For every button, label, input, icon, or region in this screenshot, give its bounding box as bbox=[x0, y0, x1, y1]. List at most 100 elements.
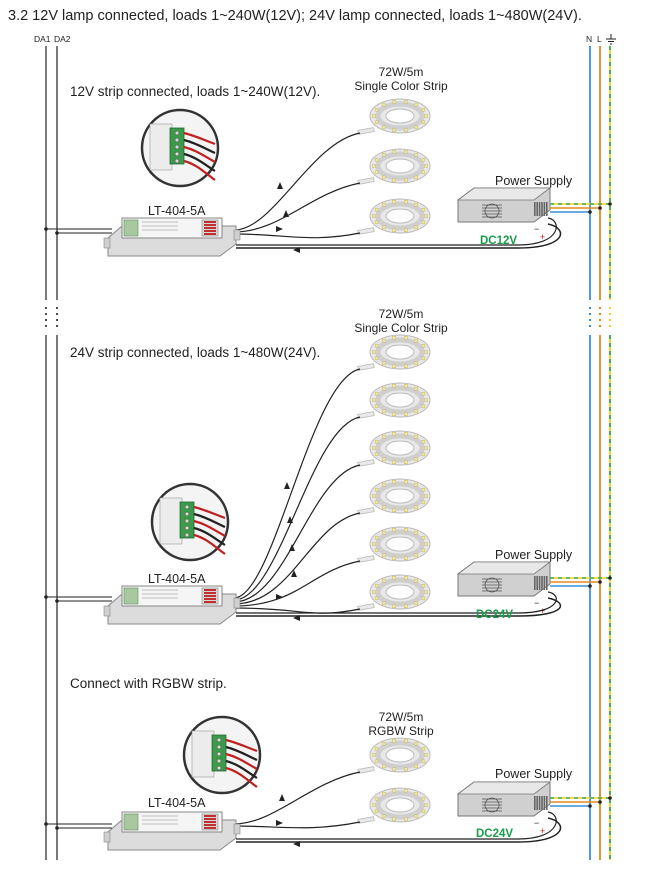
section-12v-single-color: −+ bbox=[44, 98, 612, 257]
led-chip bbox=[404, 336, 408, 340]
led-chip bbox=[374, 107, 379, 112]
fan-icon bbox=[484, 577, 500, 593]
psu-terminal bbox=[541, 576, 543, 590]
bus-junction bbox=[44, 822, 48, 826]
bus-junction bbox=[44, 227, 48, 231]
led-chip bbox=[414, 530, 418, 535]
led-chip bbox=[414, 601, 418, 606]
output-terminal-pin bbox=[204, 827, 216, 829]
strip-reel-coil bbox=[375, 385, 425, 415]
magnifier-wire bbox=[183, 152, 216, 172]
strip-reel-hole bbox=[385, 747, 415, 763]
mains-junction bbox=[608, 796, 612, 800]
strip-tail bbox=[357, 816, 375, 824]
led-chip bbox=[374, 452, 379, 457]
output-wire bbox=[233, 182, 361, 233]
strip-tail bbox=[357, 603, 375, 611]
mains-junction bbox=[588, 804, 592, 808]
signal-arrow bbox=[283, 210, 289, 217]
led-chip bbox=[421, 500, 426, 505]
led-chip bbox=[414, 791, 418, 796]
led-chip bbox=[382, 814, 386, 819]
led-chip bbox=[382, 225, 386, 230]
strip-reel-hole bbox=[385, 208, 415, 224]
mount-tab-left bbox=[103, 831, 111, 843]
section-3-power-supply-label: Power Supply bbox=[495, 767, 573, 781]
led-chip bbox=[382, 764, 386, 769]
strip-tail bbox=[357, 177, 375, 185]
led-chip bbox=[374, 500, 379, 505]
psu-terminal bbox=[546, 796, 548, 810]
led-chip bbox=[392, 556, 396, 560]
mains-junction bbox=[598, 800, 602, 804]
led-chip bbox=[392, 100, 396, 104]
magnifier-wire bbox=[225, 759, 258, 779]
led-chip bbox=[374, 746, 379, 751]
led-chip bbox=[421, 548, 426, 553]
strip-tail bbox=[357, 411, 375, 419]
led-chip bbox=[374, 207, 379, 212]
magnifier-board bbox=[191, 730, 215, 778]
led-chip bbox=[372, 803, 376, 807]
strip-reel-hole bbox=[385, 392, 415, 408]
output-terminal-pin bbox=[204, 221, 216, 223]
led-chip bbox=[421, 157, 426, 162]
psu-terminal bbox=[543, 576, 546, 590]
led-chip bbox=[424, 164, 428, 168]
led-chip bbox=[392, 817, 396, 821]
bus-label-n: N bbox=[586, 34, 593, 44]
led-strip-reel bbox=[357, 787, 431, 824]
strip-tail bbox=[357, 459, 375, 467]
output-wire bbox=[233, 560, 361, 607]
psu-minus-sign: − bbox=[534, 818, 539, 828]
fan-icon bbox=[484, 203, 500, 219]
magnifier-wire bbox=[225, 752, 258, 770]
dc-power-wire bbox=[236, 217, 557, 246]
strip-reel-coil bbox=[375, 577, 425, 607]
strip-reel-coil bbox=[375, 790, 425, 820]
led-chip bbox=[382, 741, 386, 746]
led-chip bbox=[404, 432, 408, 436]
magnifier-wire bbox=[193, 533, 226, 555]
led-chip bbox=[392, 178, 396, 182]
led-chip bbox=[382, 102, 386, 107]
section-24v-single-color: −+ bbox=[44, 334, 612, 625]
led-chip bbox=[374, 809, 379, 814]
power-supply-unit: −+ bbox=[456, 187, 552, 242]
power-supply-top bbox=[456, 187, 552, 201]
section-3-voltage-label: DC24V bbox=[476, 828, 514, 840]
led-chip bbox=[382, 505, 386, 510]
magnifier-wire bbox=[193, 526, 226, 546]
strip-tail bbox=[357, 127, 375, 135]
led-chip bbox=[424, 590, 428, 594]
psu-plus-sign: + bbox=[540, 606, 545, 616]
output-terminal-pin bbox=[204, 598, 216, 600]
led-chip bbox=[392, 789, 396, 793]
dc-power-wire bbox=[236, 811, 557, 840]
psu-plus-sign: + bbox=[540, 232, 545, 242]
led-chip bbox=[421, 170, 426, 175]
mains-junction bbox=[588, 584, 592, 588]
magnifier-wire bbox=[193, 512, 226, 529]
led-strip-reel bbox=[357, 98, 431, 135]
led-chip bbox=[404, 200, 408, 204]
output-wire bbox=[233, 821, 361, 829]
wiring-detail-magnifier bbox=[182, 715, 262, 795]
signal-arrow bbox=[289, 544, 295, 551]
led-chip bbox=[374, 759, 379, 764]
magnifier-wire bbox=[183, 145, 216, 163]
led-chip bbox=[372, 446, 376, 450]
led-chip bbox=[414, 102, 418, 107]
led-chip bbox=[382, 578, 386, 583]
strip-reel-coil bbox=[375, 529, 425, 559]
magnifier-wire bbox=[183, 159, 216, 181]
led-chip bbox=[404, 576, 408, 580]
section-2-controller-label: LT-404-5A bbox=[148, 572, 206, 586]
led-chip bbox=[421, 796, 426, 801]
output-wire bbox=[233, 607, 361, 614]
strip-reel-hole bbox=[385, 584, 415, 600]
dc-power-wire bbox=[236, 223, 562, 249]
led-chip bbox=[374, 220, 379, 225]
led-chip bbox=[374, 391, 379, 396]
dc-power-wire bbox=[236, 597, 562, 617]
